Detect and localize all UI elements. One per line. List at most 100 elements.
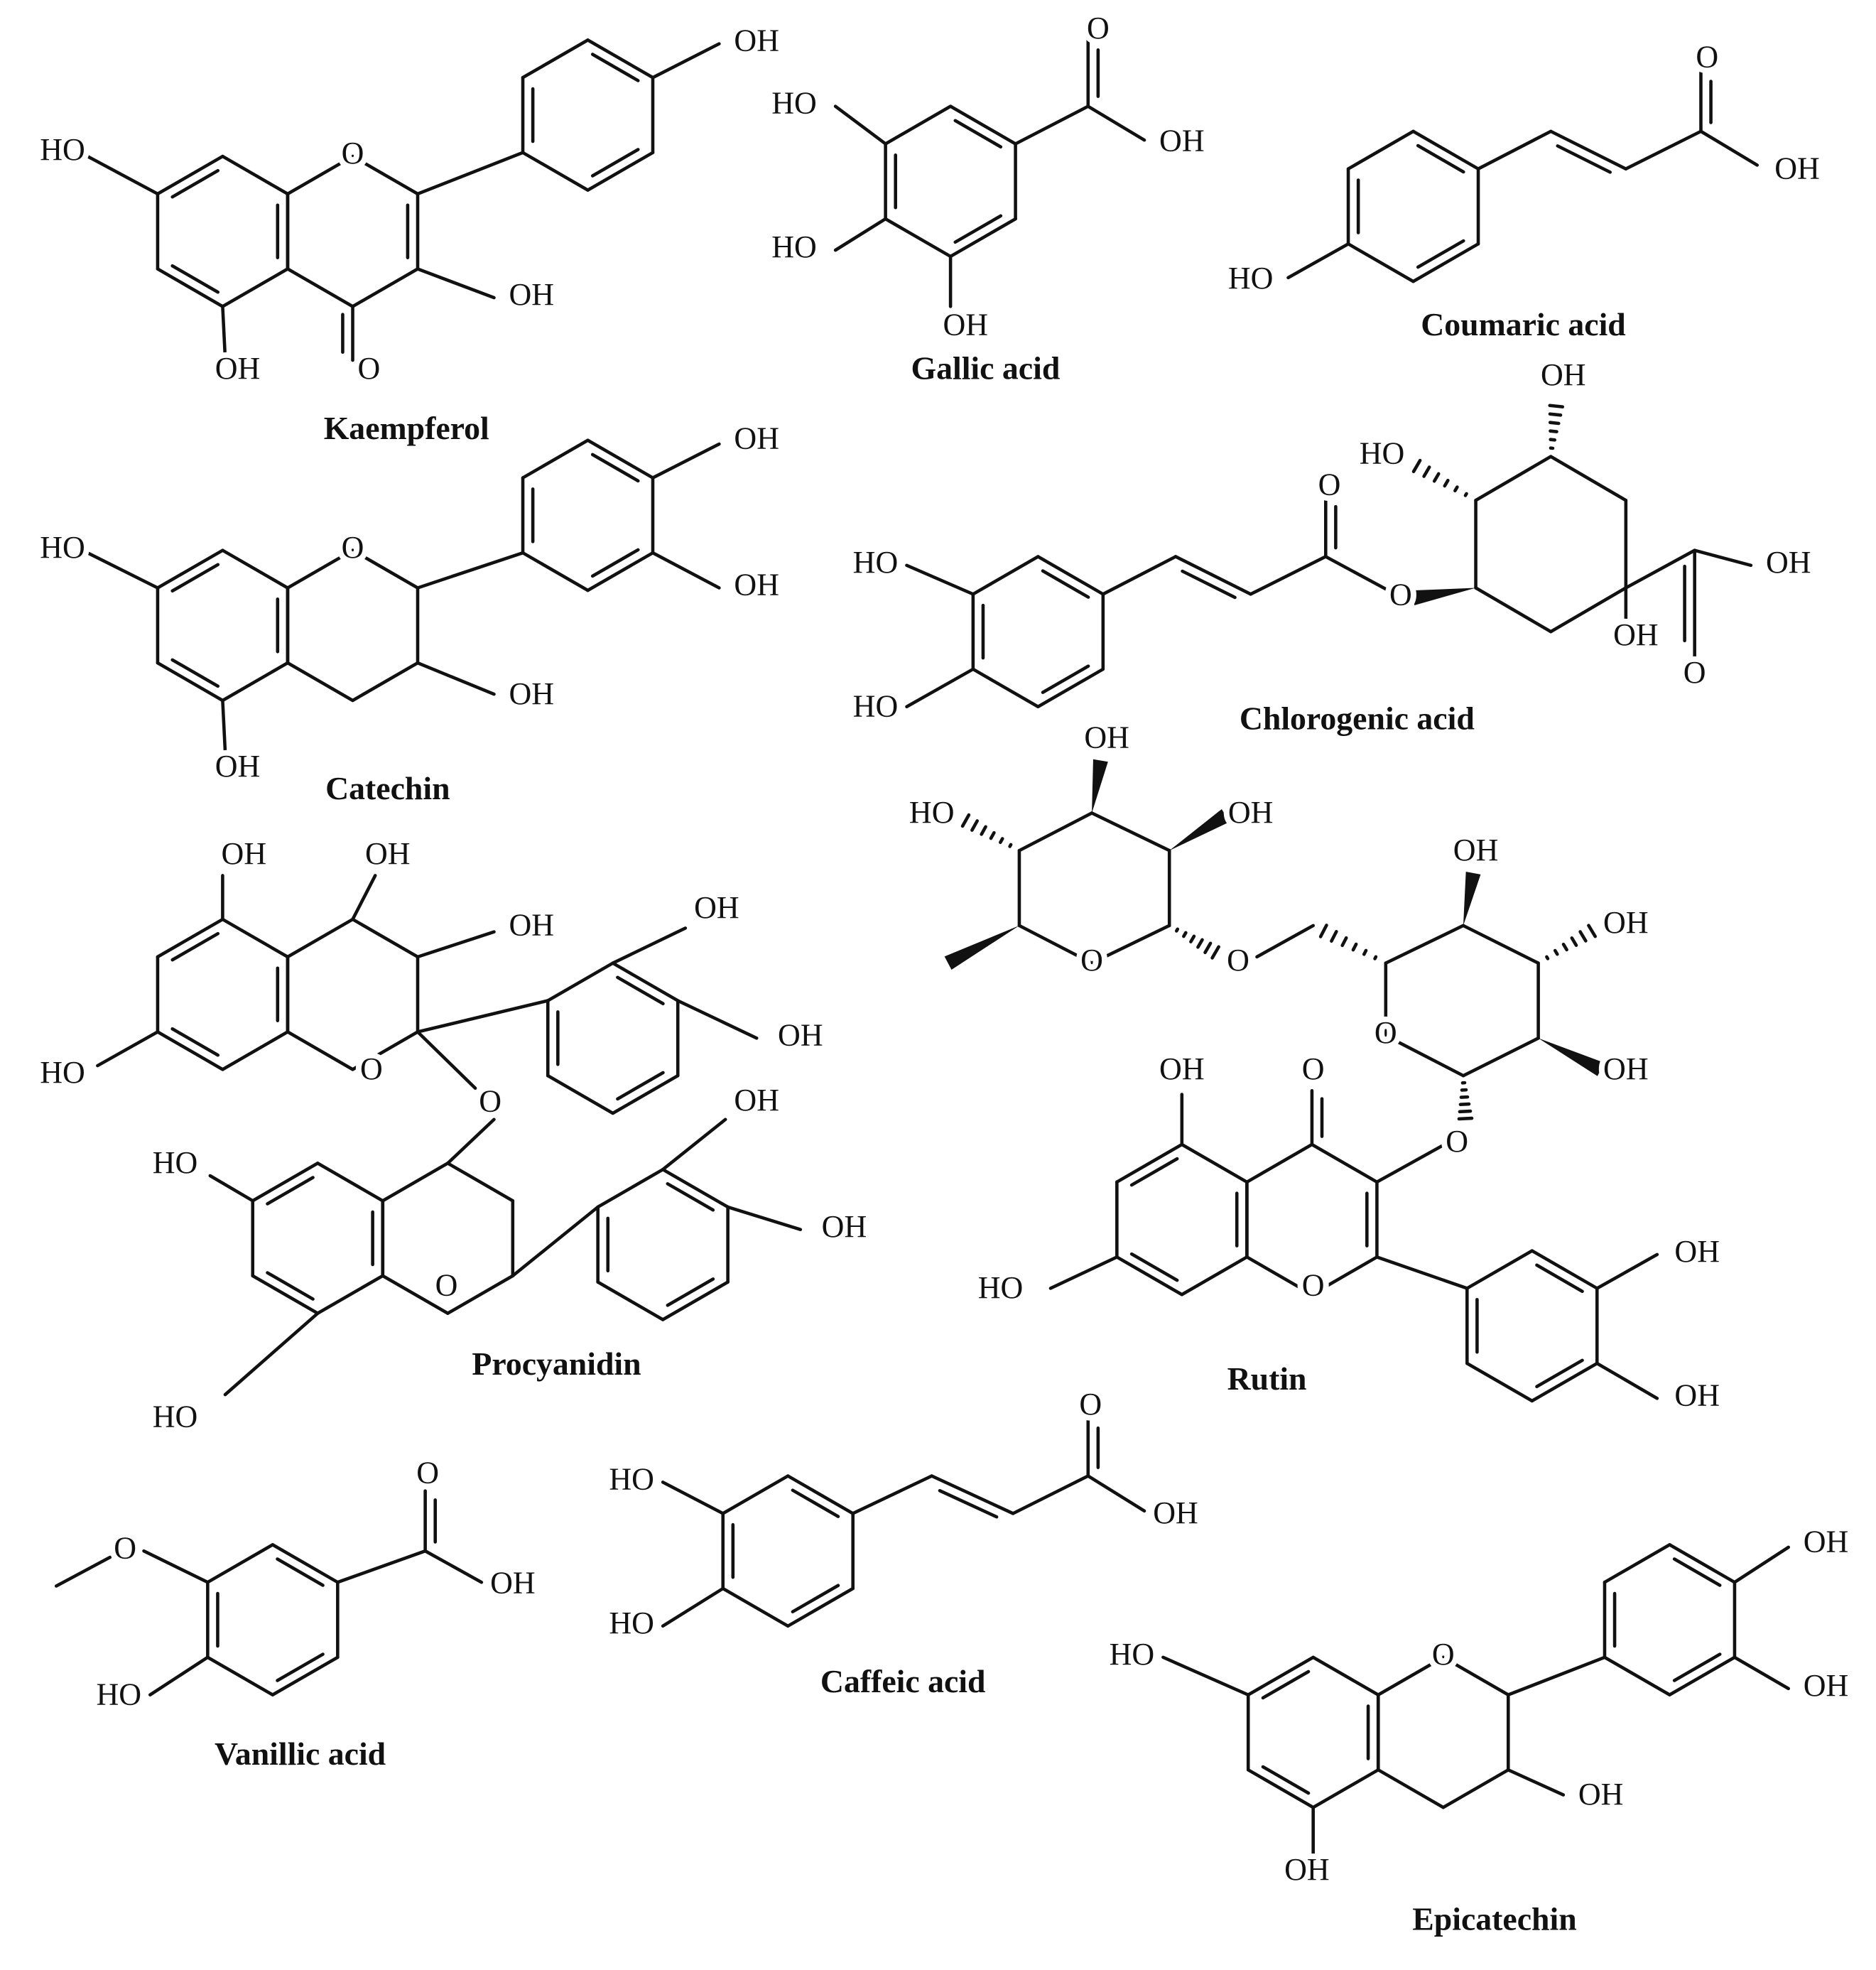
bond — [1245, 1255, 1314, 1297]
bond — [590, 548, 640, 578]
bond — [315, 1162, 384, 1203]
compound-name: Epicatechin — [1412, 1901, 1576, 1937]
wedge-bond — [944, 925, 1019, 970]
bond — [721, 1474, 790, 1515]
bond — [423, 1549, 484, 1584]
bond — [1346, 129, 1415, 171]
bond — [156, 154, 224, 196]
bond — [170, 931, 220, 962]
bond — [271, 1543, 340, 1584]
atom-label: OH — [1084, 720, 1129, 754]
atom-label: OH — [1578, 1777, 1624, 1812]
bond — [286, 267, 354, 308]
bond — [1246, 1768, 1315, 1809]
bond — [142, 1549, 210, 1584]
atom-label: OH — [1804, 1524, 1849, 1559]
bond — [651, 42, 721, 80]
bond — [586, 438, 655, 480]
compound-name: Rutin — [1227, 1360, 1307, 1397]
bond — [1733, 1545, 1791, 1584]
bond — [416, 930, 496, 959]
wedge-bond — [1538, 1038, 1605, 1076]
bond — [948, 104, 1017, 146]
bond — [1595, 1252, 1659, 1290]
atom-label: O — [1302, 1268, 1325, 1303]
bond — [206, 1543, 275, 1584]
atom-label: OH — [215, 351, 261, 386]
bond — [1189, 934, 1196, 943]
atom-label: O — [1079, 1387, 1102, 1422]
bond — [1441, 1768, 1510, 1809]
bond — [221, 154, 290, 196]
bond — [170, 563, 220, 593]
bond — [1699, 129, 1760, 167]
atom-label: OH — [1159, 1051, 1205, 1086]
bond — [1535, 1263, 1584, 1294]
atom-label: OH — [509, 277, 555, 312]
atom-label: HO — [978, 1270, 1024, 1305]
atom-label: OH — [490, 1566, 536, 1601]
bond — [1535, 1358, 1584, 1389]
bond — [905, 563, 975, 596]
bond — [1017, 924, 1094, 965]
bond — [676, 999, 759, 1040]
bond — [351, 1030, 420, 1071]
bond — [938, 1488, 999, 1519]
bond — [1255, 924, 1315, 959]
bond — [1203, 941, 1213, 955]
bond — [611, 926, 688, 965]
bond — [156, 917, 224, 959]
bond — [1549, 429, 1558, 433]
atom-label: OH — [1674, 1234, 1720, 1269]
bond — [221, 698, 227, 752]
bond — [1453, 485, 1459, 493]
bond — [999, 837, 1004, 845]
bond — [1384, 1034, 1465, 1078]
bond — [416, 551, 525, 590]
bond — [1416, 239, 1465, 269]
bond — [1549, 129, 1628, 171]
wedge-bond — [1092, 759, 1108, 813]
bond — [953, 119, 1003, 149]
bond — [616, 975, 665, 1006]
bond — [1090, 924, 1171, 965]
bond — [1351, 942, 1358, 952]
bond — [271, 1655, 340, 1696]
bond — [1373, 955, 1378, 960]
bond — [1129, 1252, 1179, 1282]
bond — [791, 1488, 840, 1518]
bond — [1384, 924, 1465, 965]
bond — [315, 1274, 384, 1315]
bond — [1587, 924, 1598, 938]
atom-label: O — [1318, 467, 1341, 502]
bond — [416, 661, 496, 696]
bond — [221, 305, 227, 359]
atom-label: HO — [153, 1145, 198, 1180]
bond — [1101, 555, 1178, 596]
bond — [851, 1474, 933, 1515]
bond — [661, 1280, 730, 1321]
atom-label: HO — [40, 1055, 85, 1090]
bond — [960, 813, 971, 828]
bond — [586, 38, 655, 80]
atom-label: O — [342, 136, 364, 171]
bond — [416, 267, 496, 300]
bond — [661, 1167, 730, 1209]
bond — [223, 1311, 320, 1397]
bond — [54, 1555, 112, 1588]
atom-label: OH — [509, 907, 555, 942]
bond — [1441, 1655, 1510, 1696]
bond — [286, 1030, 354, 1071]
bond — [511, 1205, 600, 1278]
atom-label: O — [1087, 11, 1110, 45]
atom-label: OH — [1774, 151, 1820, 185]
wedge-bond — [1463, 871, 1481, 926]
bond — [1246, 1655, 1315, 1696]
bond — [1693, 548, 1753, 568]
atom-label: HO — [153, 1399, 198, 1434]
bond — [1017, 811, 1094, 853]
